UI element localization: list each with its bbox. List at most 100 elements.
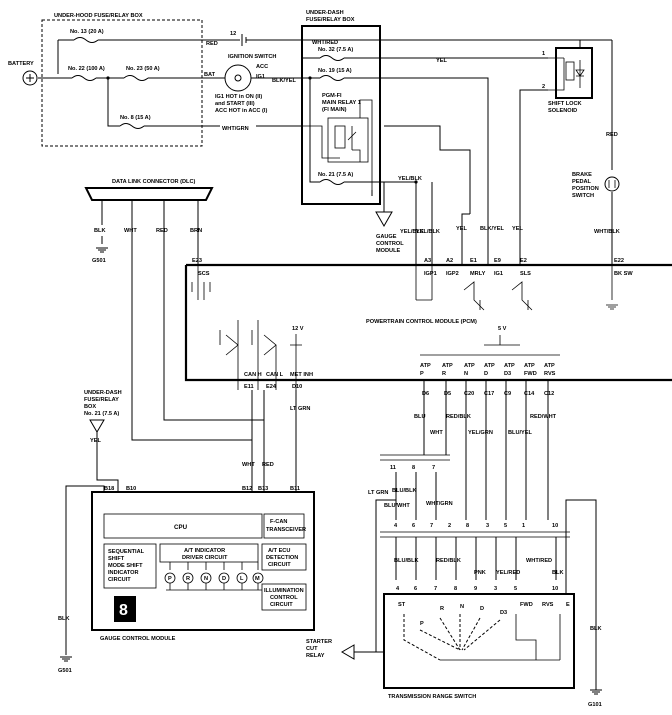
svg-text:CIRCUIT: CIRCUIT bbox=[268, 562, 291, 568]
svg-text:ATP: ATP bbox=[484, 363, 495, 369]
svg-text:ILLUMINATION: ILLUMINATION bbox=[264, 588, 304, 594]
svg-text:BOX: BOX bbox=[84, 404, 96, 410]
svg-text:UNDER-DASH: UNDER-DASH bbox=[84, 390, 122, 396]
svg-text:BLU: BLU bbox=[414, 414, 426, 420]
svg-text:IG1 HOT in ON (II): IG1 HOT in ON (II) bbox=[215, 94, 262, 100]
svg-text:D10: D10 bbox=[292, 384, 302, 390]
svg-text:3: 3 bbox=[494, 586, 497, 592]
svg-text:4: 4 bbox=[394, 523, 398, 529]
svg-text:SHIFT: SHIFT bbox=[108, 556, 125, 562]
svg-text:R: R bbox=[442, 371, 446, 377]
svg-text:CIRCUIT: CIRCUIT bbox=[270, 602, 293, 608]
svg-text:LT GRN: LT GRN bbox=[290, 406, 310, 412]
svg-text:ATP: ATP bbox=[464, 363, 475, 369]
svg-text:RED: RED bbox=[262, 462, 274, 468]
svg-text:MRLY: MRLY bbox=[470, 271, 486, 277]
svg-text:SLS: SLS bbox=[520, 271, 531, 277]
connector-top: 11 8 7 bbox=[380, 454, 450, 471]
svg-text:ST: ST bbox=[398, 602, 406, 608]
svg-text:CPU: CPU bbox=[174, 524, 188, 531]
svg-text:D3: D3 bbox=[500, 610, 507, 616]
transmission-range-switch: ST FWD RVS E P R N D D3 TRANSMISSION RAN… bbox=[383, 593, 575, 700]
svg-text:G101: G101 bbox=[588, 702, 602, 708]
svg-text:C9: C9 bbox=[504, 391, 511, 397]
svg-text:MAIN RELAY 1: MAIN RELAY 1 bbox=[322, 100, 361, 106]
fuse-21-reference: UNDER-DASH FUSE/RELAY BOX No. 21 (7.5 A) bbox=[84, 390, 122, 433]
svg-text:SOLENOID: SOLENOID bbox=[548, 108, 577, 114]
svg-text:YEL/BLK: YEL/BLK bbox=[400, 229, 424, 235]
svg-text:CAN L: CAN L bbox=[266, 372, 284, 378]
svg-text:MODULE: MODULE bbox=[376, 248, 401, 254]
svg-text:10: 10 bbox=[552, 586, 558, 592]
svg-text:3: 3 bbox=[486, 523, 489, 529]
svg-text:B13: B13 bbox=[258, 486, 268, 492]
pcm-top-pins: E23 SCS A3 IGP1 A2 IGP2 E1 MRLY E9 IG1 E… bbox=[192, 258, 633, 277]
svg-text:R: R bbox=[186, 576, 190, 582]
svg-text:BRN: BRN bbox=[190, 228, 202, 234]
svg-text:FUSE/RELAY: FUSE/RELAY bbox=[84, 397, 119, 403]
svg-text:RED/WHT: RED/WHT bbox=[530, 414, 557, 420]
svg-text:G501: G501 bbox=[92, 258, 106, 264]
svg-text:7: 7 bbox=[430, 523, 433, 529]
under-dash-fuse-box: UNDER-DASH FUSE/RELAY BOX No. 32 (7.5 A)… bbox=[301, 10, 384, 205]
svg-text:8: 8 bbox=[454, 586, 457, 592]
svg-text:BRAKE: BRAKE bbox=[572, 172, 592, 178]
svg-text:B11: B11 bbox=[290, 486, 300, 492]
svg-text:E1: E1 bbox=[470, 258, 477, 264]
svg-text:IG1: IG1 bbox=[256, 74, 265, 80]
svg-text:2: 2 bbox=[542, 84, 545, 90]
svg-text:PGM-FI: PGM-FI bbox=[322, 93, 342, 99]
svg-text:5: 5 bbox=[504, 523, 507, 529]
svg-text:D: D bbox=[222, 576, 226, 582]
svg-text:ATP: ATP bbox=[420, 363, 431, 369]
svg-text:TRANSCEIVER: TRANSCEIVER bbox=[266, 527, 306, 533]
svg-text:BATTERY: BATTERY bbox=[8, 61, 34, 67]
svg-text:No. 21 (7.5 A): No. 21 (7.5 A) bbox=[318, 172, 353, 178]
svg-text:G501: G501 bbox=[58, 668, 72, 674]
svg-text:RED: RED bbox=[156, 228, 168, 234]
svg-text:N: N bbox=[204, 576, 208, 582]
svg-text:8: 8 bbox=[119, 602, 128, 619]
svg-text:and START (III): and START (III) bbox=[215, 101, 255, 107]
can-circuit: 12 V CAN H CAN L MET INH E11 E24 D10 bbox=[219, 320, 313, 390]
svg-text:BLK: BLK bbox=[94, 228, 106, 234]
svg-text:PNK: PNK bbox=[474, 570, 486, 576]
svg-text:ATP: ATP bbox=[524, 363, 535, 369]
svg-text:YEL: YEL bbox=[90, 438, 101, 444]
svg-text:CIRCUIT: CIRCUIT bbox=[108, 577, 131, 583]
svg-text:ATP: ATP bbox=[504, 363, 515, 369]
svg-text:BLU/YEL: BLU/YEL bbox=[508, 430, 533, 436]
svg-text:BAT: BAT bbox=[204, 72, 216, 78]
svg-text:10: 10 bbox=[552, 523, 558, 529]
svg-text:E9: E9 bbox=[494, 258, 501, 264]
svg-text:IGNITION SWITCH: IGNITION SWITCH bbox=[228, 54, 276, 60]
svg-text:BLK: BLK bbox=[552, 570, 564, 576]
svg-text:BLU/BLK: BLU/BLK bbox=[392, 488, 417, 494]
svg-text:No. 22 (100 A): No. 22 (100 A) bbox=[68, 66, 105, 72]
svg-text:DATA LINK CONNECTOR (DLC): DATA LINK CONNECTOR (DLC) bbox=[112, 179, 196, 185]
svg-text:CAN H: CAN H bbox=[244, 372, 262, 378]
svg-text:E23: E23 bbox=[192, 258, 202, 264]
svg-text:IGP2: IGP2 bbox=[446, 271, 459, 277]
svg-text:6: 6 bbox=[414, 586, 417, 592]
svg-text:MODE SHIFT: MODE SHIFT bbox=[108, 563, 143, 569]
svg-text:F-CAN: F-CAN bbox=[270, 519, 287, 525]
svg-text:BLK: BLK bbox=[58, 616, 70, 622]
svg-text:YEL/RED: YEL/RED bbox=[496, 570, 520, 576]
svg-text:C14: C14 bbox=[524, 391, 535, 397]
svg-text:No. 32 (7.5 A): No. 32 (7.5 A) bbox=[318, 47, 353, 53]
svg-text:E11: E11 bbox=[244, 384, 254, 390]
svg-text:INDICATOR: INDICATOR bbox=[108, 570, 139, 576]
svg-text:N: N bbox=[460, 604, 464, 610]
svg-text:POWERTRAIN CONTROL MODULE (PCM: POWERTRAIN CONTROL MODULE (PCM) bbox=[366, 319, 477, 325]
svg-text:B10: B10 bbox=[126, 486, 136, 492]
svg-text:WHT/BLK: WHT/BLK bbox=[594, 229, 620, 235]
svg-text:PEDAL: PEDAL bbox=[572, 179, 592, 185]
svg-text:No. 13 (20 A): No. 13 (20 A) bbox=[70, 29, 104, 35]
svg-text:C20: C20 bbox=[464, 391, 474, 397]
svg-text:YEL: YEL bbox=[512, 226, 523, 232]
svg-text:L: L bbox=[240, 576, 244, 582]
svg-text:11: 11 bbox=[390, 465, 396, 471]
svg-text:BLU/WHT: BLU/WHT bbox=[384, 503, 410, 509]
atp-inputs: 5 V ATP P D6 ATP R D5 ATP N C20 ATP D C1… bbox=[420, 326, 560, 397]
